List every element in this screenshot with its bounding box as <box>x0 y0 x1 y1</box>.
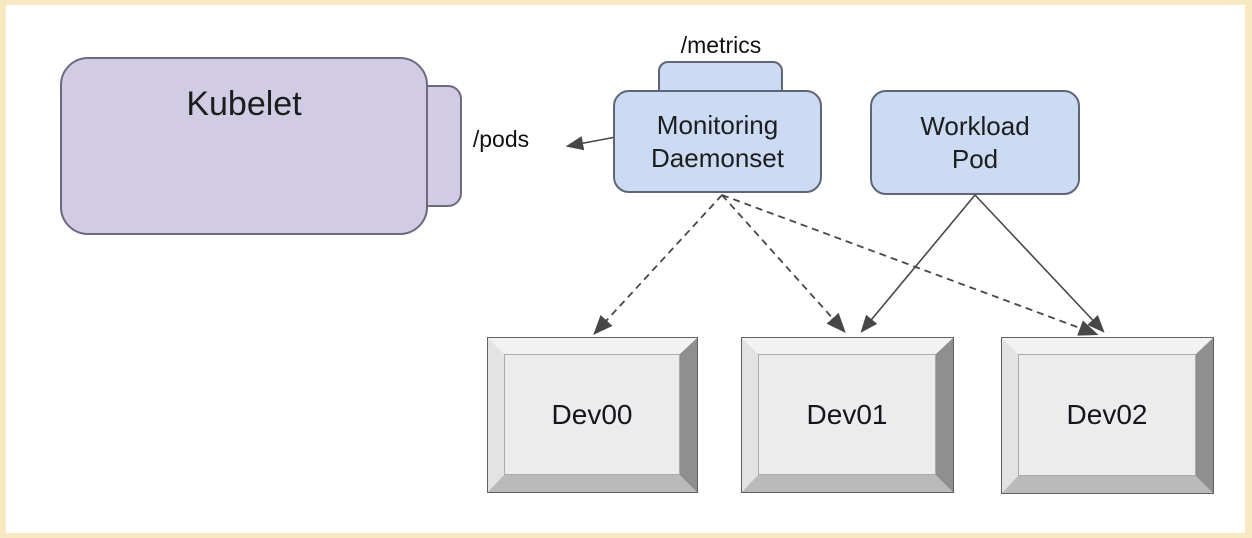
device-node-dev00: Dev00 <box>488 338 697 492</box>
kubelet-label: Kubelet <box>186 85 302 123</box>
workload-pod-label: Workload Pod <box>920 111 1030 174</box>
edge-workload-to-dev01 <box>860 194 976 333</box>
edge-workload-to-dev02 <box>974 194 1105 333</box>
dev01-label: Dev01 <box>806 398 888 430</box>
edge-monitoring-to-dev01 <box>721 194 846 334</box>
dev00-label: Dev00 <box>551 398 633 430</box>
edge-monitoring-to-pods <box>565 136 617 151</box>
kubelet-node: Kubelet <box>60 57 428 235</box>
device-face: Dev01 <box>758 354 936 475</box>
metrics-endpoint-label: /metrics <box>680 32 762 58</box>
device-node-dev01: Dev01 <box>742 338 953 492</box>
device-face: Dev00 <box>504 354 680 475</box>
edge-monitoring-to-dev02 <box>721 194 1099 336</box>
workload-pod-node: Workload Pod <box>870 90 1080 195</box>
edge-monitoring-to-dev00 <box>593 194 723 335</box>
dev02-label: Dev02 <box>1066 399 1148 430</box>
pods-endpoint-label: /pods <box>472 126 530 152</box>
monitoring-daemonset-node: Monitoring Daemonset <box>613 90 822 193</box>
device-node-dev02: Dev02 <box>1002 338 1213 493</box>
device-face: Dev02 <box>1018 354 1196 476</box>
monitoring-daemonset-label: Monitoring Daemonset <box>651 110 784 173</box>
